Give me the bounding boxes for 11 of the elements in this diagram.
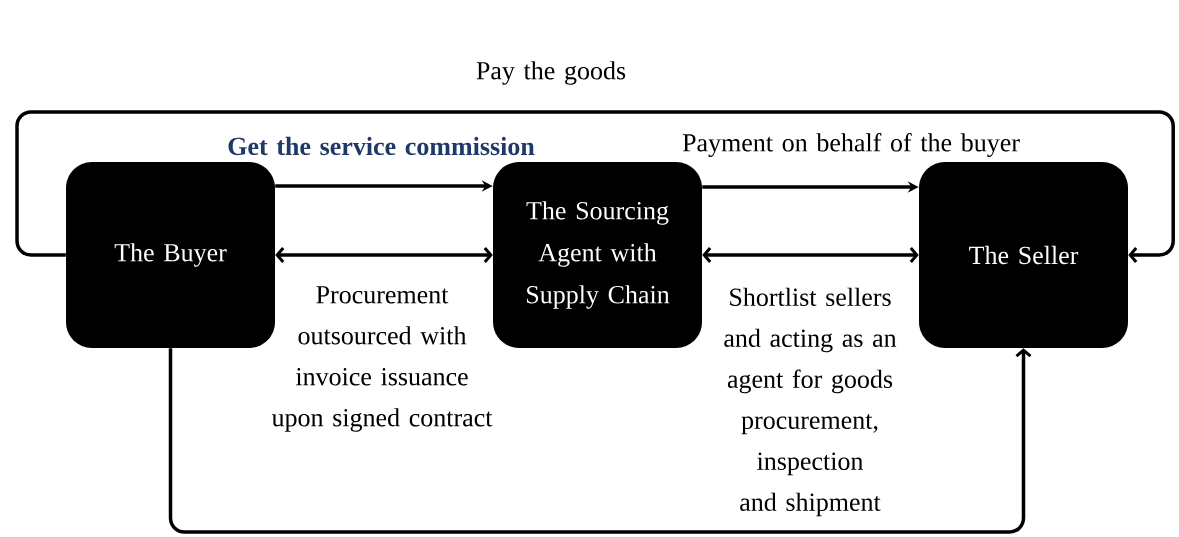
arrow bbox=[275, 247, 493, 263]
arrow bbox=[15, 110, 1175, 263]
process-box: The Seller bbox=[919, 162, 1128, 348]
edge-label: Get the service commission bbox=[228, 136, 535, 156]
process-box: The Buyer bbox=[66, 162, 275, 348]
arrow bbox=[168, 348, 1032, 534]
edge-label: Payment on behalf of the buyer bbox=[682, 133, 1020, 157]
edge-label: Shortlist sellers and acting as an agent for goods procurement, inspection and shipment bbox=[724, 287, 897, 517]
arrow bbox=[702, 247, 919, 263]
process-box: The Sourcing Agent with Supply Chain bbox=[493, 162, 702, 348]
edge-label: Pay the goods bbox=[476, 61, 626, 85]
